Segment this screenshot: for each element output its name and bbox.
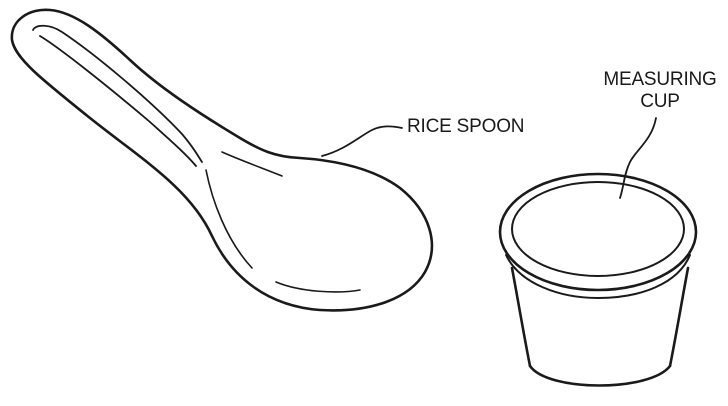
measuring-cup-label-line2: CUP <box>600 91 720 113</box>
measuring-cup-label: MEASURING CUP <box>600 69 720 113</box>
cup-outer-rim <box>500 174 696 290</box>
spoon-outline <box>12 10 432 311</box>
rice-spoon-drawing <box>12 10 432 311</box>
spoon-bowl-side-line <box>206 170 252 268</box>
cup-body-left <box>512 268 530 366</box>
rice-spoon-label: RICE SPOON <box>407 116 524 138</box>
cup-bottom <box>530 366 670 386</box>
cup-inner-rim <box>512 182 684 276</box>
measuring-cup-drawing <box>500 118 696 386</box>
rice-spoon-leader-line <box>322 126 402 156</box>
spoon-bowl-highlight-bottom <box>276 282 360 292</box>
measuring-cup-label-line1: MEASURING <box>600 69 720 91</box>
spoon-bowl-highlight-top <box>222 152 282 176</box>
measuring-cup-leader-line <box>620 118 656 198</box>
cup-body-right <box>670 268 688 366</box>
spoon-handle-groove-inner <box>40 36 196 166</box>
